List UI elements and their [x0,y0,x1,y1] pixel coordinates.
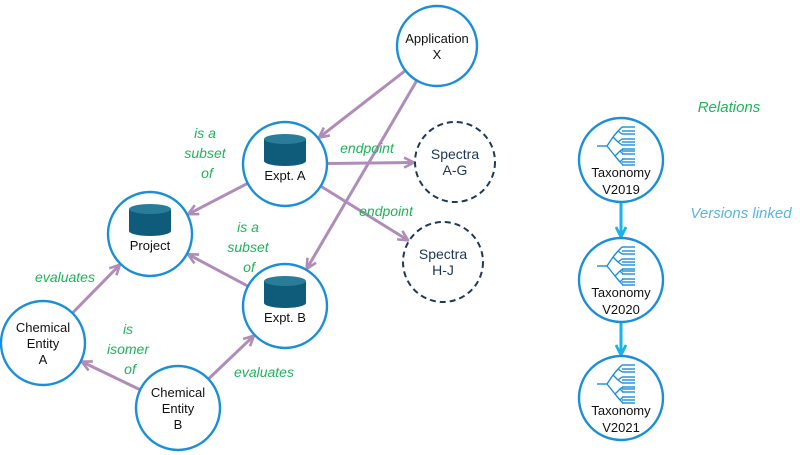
tree-icon [597,126,635,166]
edge-label-line: evaluates [35,269,95,285]
node-circle [577,236,665,324]
node-label-line: V2021 [602,420,640,435]
node-circle [577,354,665,442]
edge-label-line: subset [184,145,226,161]
edge-label-line: of [201,165,215,181]
node-label-line: V2020 [602,302,640,317]
node-label-line: Chemical [16,320,70,335]
node-label-line: Entity [162,401,195,416]
edge-label-line: endpoint [359,203,414,219]
edge-chem-b-to-expt-b [207,336,253,381]
database-icon [264,276,306,308]
edge-label-line: endpoint [340,140,395,156]
edge-label-endpoint-spectra-hj: endpoint [359,203,414,219]
database-icon [129,204,171,236]
node-label-line: Application [405,31,469,46]
edge-label-line: of [243,259,257,275]
legend-versions-linked: Versions linked [690,205,792,222]
edge-label-is-isomer-of: is isomer of [107,321,150,377]
node-label-line: Taxonomy [591,285,651,300]
edge-label-line: is a [194,125,216,141]
edge-label-evaluates-project: evaluates [35,269,95,285]
tree-icon [597,246,635,286]
edge-label-line: subset [227,239,269,255]
node-label-line: Spectra [419,246,467,262]
edge-app-x-to-expt-b [307,79,419,269]
legend-relations: Relations [698,99,761,116]
node-label-line: Expt. B [264,310,306,325]
node-project[interactable]: Project [106,190,194,278]
node-label-line: Expt. A [264,168,306,183]
edge-label-line: isomer [107,341,150,357]
node-expt-b[interactable]: Expt. B [241,262,329,350]
node-label-line: X [433,47,442,62]
node-circle [395,4,479,88]
edge-chem-b-to-chem-a [82,362,141,392]
node-label-line: A [39,352,48,367]
node-label-line: Chemical [151,385,205,400]
node-circle [402,221,484,303]
edge-label-endpoint-spectra-ag: endpoint [340,140,395,156]
edge-chem-a-to-project [71,265,119,315]
edge-expt-a-to-spectra-ag [326,162,414,163]
edges-layer [71,69,621,392]
node-expt-a[interactable]: Expt. A [241,120,329,208]
node-label-line: Spectra [431,146,479,162]
tree-icon [597,364,635,404]
edge-label-line: of [124,361,138,377]
edge-expt-b-to-project [188,254,249,288]
node-label-line: H-J [432,262,454,278]
node-label-line: B [174,417,183,432]
node-label-line: Taxonomy [591,165,651,180]
edge-label-line: evaluates [234,364,294,380]
node-label-line: Taxonomy [591,403,651,418]
edge-label-evaluates-expt-b: evaluates [234,364,294,380]
node-label-line: A-G [443,162,468,178]
edge-app-x-to-expt-a [319,69,407,138]
edge-label-expt-a-subset-of-project: is a subset of [184,125,226,181]
node-label-line: Project [130,238,171,253]
node-circle [414,121,496,203]
database-icon [264,134,306,166]
edge-expt-a-to-spectra-hj [319,184,408,240]
node-label-line: Entity [27,336,60,351]
edge-label-expt-b-subset-of-project: is a subset of [227,219,269,275]
edge-expt-a-to-project [188,182,249,214]
edge-label-line: is [123,321,133,337]
node-label-line: V2019 [602,182,640,197]
node-circle [577,116,665,204]
node-circle [0,299,87,387]
node-circle [134,364,222,452]
edge-label-line: is a [237,219,259,235]
